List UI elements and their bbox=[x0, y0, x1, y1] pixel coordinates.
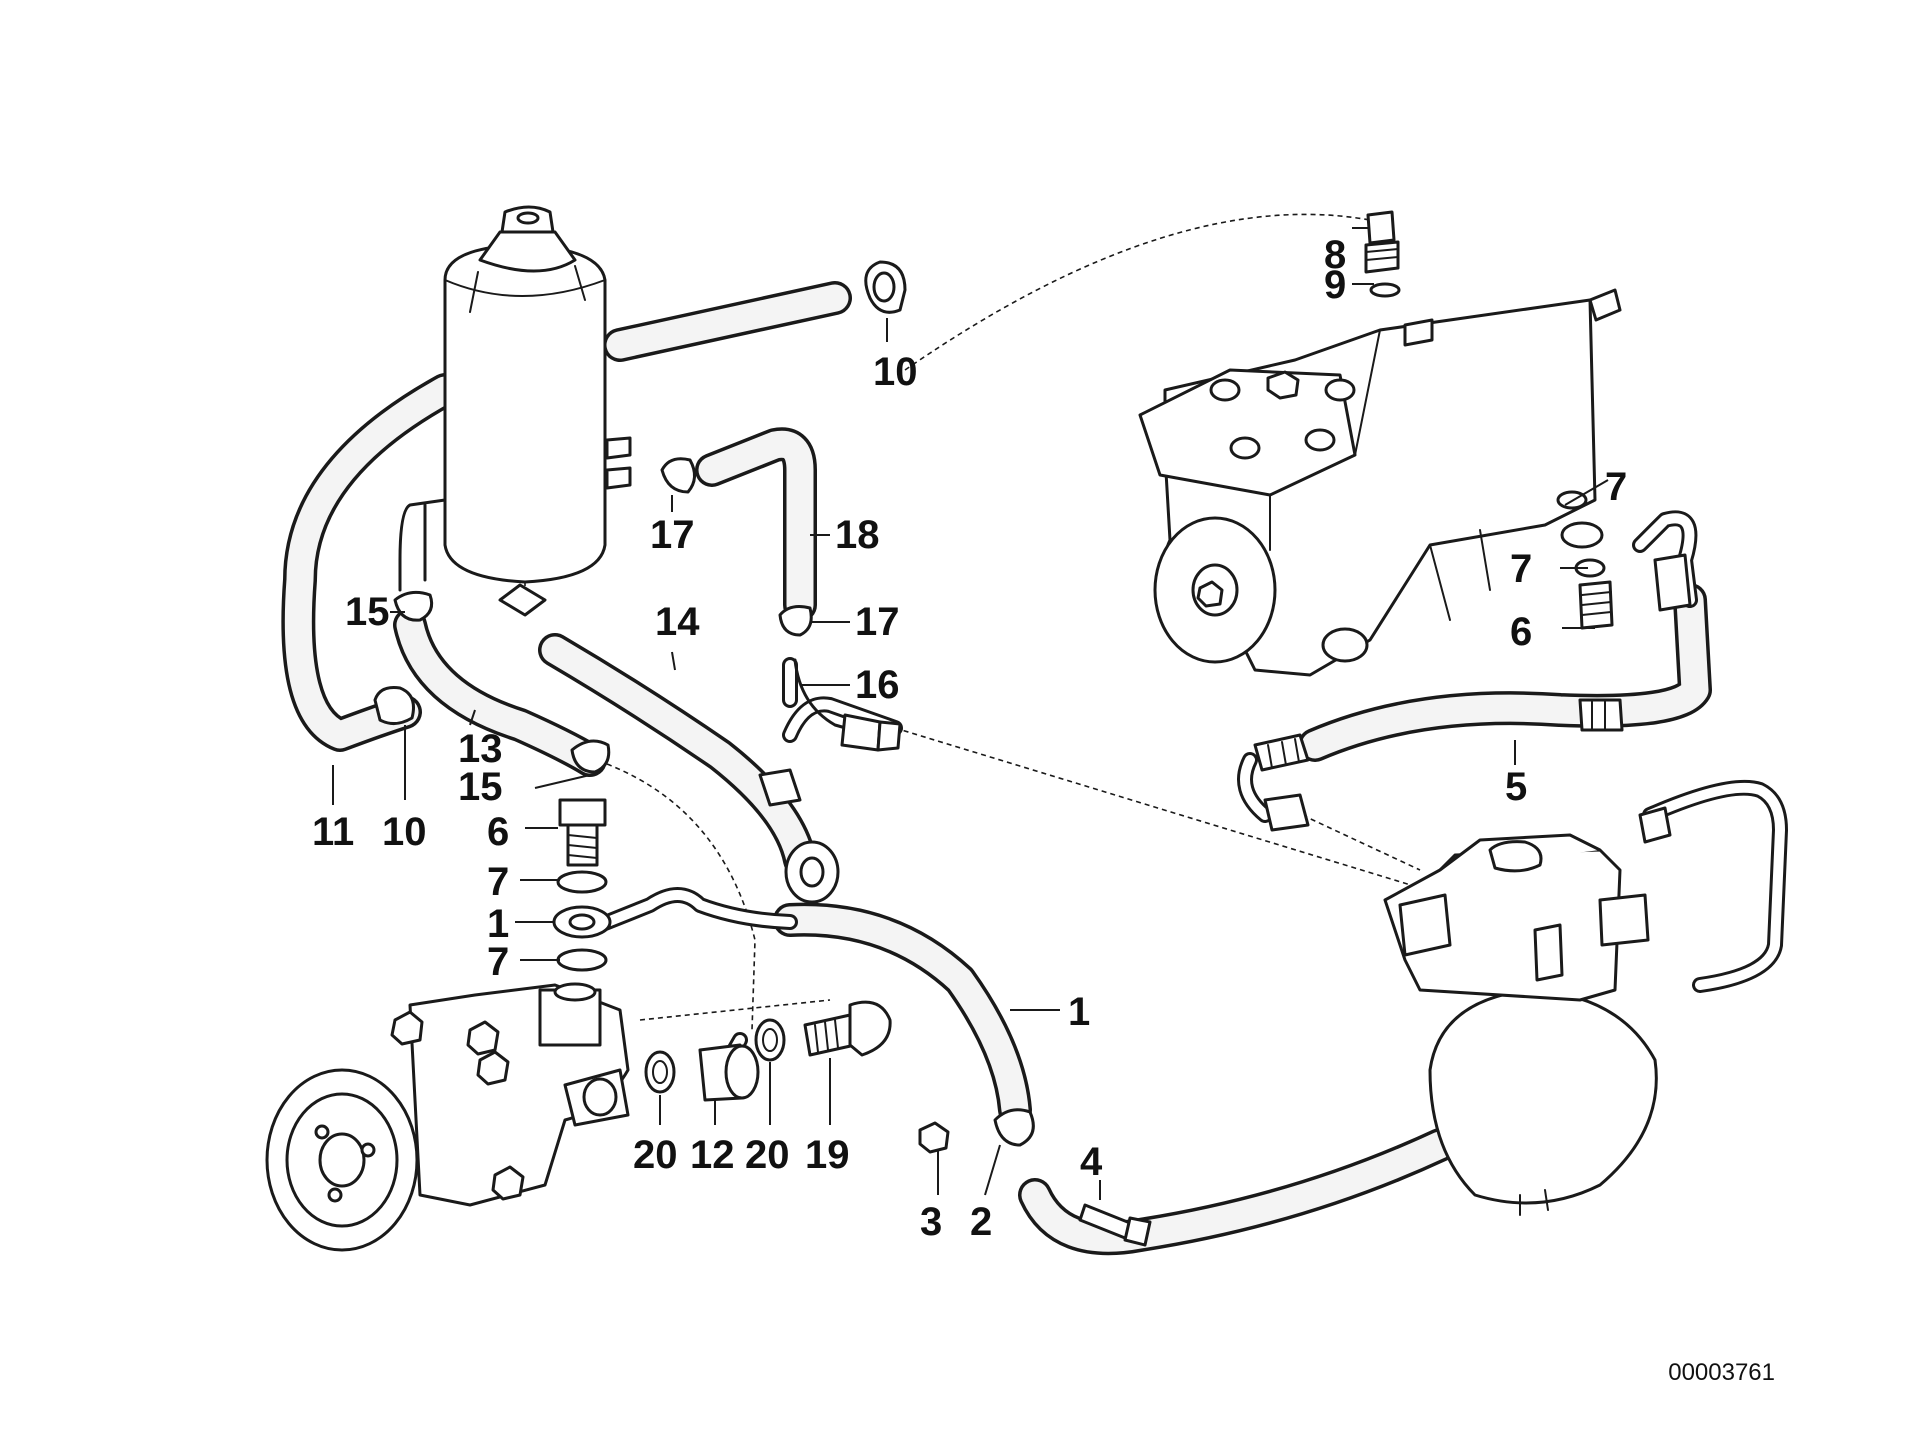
top-return-hose bbox=[603, 281, 852, 362]
gear-box-fittings bbox=[1364, 210, 1401, 298]
hose-clamp-15-lower bbox=[570, 739, 611, 774]
hose-clamp-10-lower bbox=[373, 686, 415, 725]
callout-12: 12 bbox=[690, 1133, 735, 1177]
callout-15-lower: 15 bbox=[458, 765, 503, 809]
callout-15-upper: 15 bbox=[345, 590, 390, 634]
pressure-hose-1 bbox=[773, 902, 1032, 1127]
callout-7-gear-upper: 7 bbox=[1605, 465, 1627, 509]
hollow-bolt-8 bbox=[1366, 210, 1396, 245]
sealing-ring-20-right bbox=[754, 1018, 786, 1062]
document-number: 00003761 bbox=[1668, 1359, 1775, 1386]
steering-gear-box bbox=[1138, 288, 1622, 677]
suction-hose-13 bbox=[393, 608, 607, 777]
banjo-bolt-19 bbox=[803, 1013, 857, 1057]
hose-clamp-17-lower bbox=[778, 605, 813, 637]
banjo-bolt-6 bbox=[558, 798, 607, 827]
hose-14 bbox=[538, 633, 817, 877]
hose-clamp-17-upper bbox=[660, 457, 696, 494]
washer-7-lower bbox=[556, 948, 608, 972]
callout-20-left: 20 bbox=[633, 1133, 678, 1177]
leader-lines bbox=[332, 227, 1609, 1200]
power-steering-pump bbox=[265, 982, 630, 1252]
callout-18: 18 bbox=[835, 513, 880, 557]
hose-clamps bbox=[373, 260, 1035, 1147]
callout-7-gear-lower: 7 bbox=[1510, 547, 1532, 591]
callout-5: 5 bbox=[1505, 765, 1527, 809]
callout-2: 2 bbox=[970, 1200, 992, 1244]
callout-11: 11 bbox=[312, 810, 354, 854]
callout-13: 13 bbox=[458, 727, 503, 771]
callout-14: 14 bbox=[655, 600, 700, 644]
return-hose-11 bbox=[281, 373, 462, 752]
hose-fitting-16 bbox=[793, 658, 902, 752]
callout-7-pump-upper: 7 bbox=[487, 860, 509, 904]
small-hardware bbox=[918, 1121, 1152, 1247]
bottom-return-hose bbox=[1018, 1128, 1457, 1256]
callout-1-hose: 1 bbox=[1068, 990, 1090, 1034]
nut-3 bbox=[918, 1121, 950, 1154]
banjo-fitting-14 bbox=[758, 768, 840, 904]
banjo-bolt-stack bbox=[552, 798, 612, 972]
callout-16: 16 bbox=[855, 663, 900, 707]
callout-7-pump-lower: 7 bbox=[487, 940, 509, 984]
pump-outlet-parts bbox=[644, 1000, 892, 1102]
callout-20-right: 20 bbox=[745, 1133, 790, 1177]
hose-18 bbox=[695, 427, 817, 622]
callout-4: 4 bbox=[1080, 1140, 1103, 1184]
callout-1-banjo: 1 bbox=[487, 902, 509, 946]
banjo-gear bbox=[1560, 521, 1604, 549]
callout-3: 3 bbox=[920, 1200, 942, 1244]
callout-9: 9 bbox=[1324, 263, 1346, 307]
callout-10-top: 10 bbox=[873, 350, 918, 394]
hose-5 bbox=[1298, 583, 1712, 762]
washer-7-upper bbox=[556, 870, 608, 894]
callout-17-upper: 17 bbox=[650, 513, 695, 557]
callout-6-pump: 6 bbox=[487, 810, 509, 854]
hose-clamp-15-upper bbox=[393, 590, 434, 622]
hose-5-fittings bbox=[1253, 698, 1624, 832]
sealing-ring-9 bbox=[1369, 282, 1401, 298]
sealing-ring-20-left bbox=[644, 1050, 676, 1094]
fluid-reservoir bbox=[398, 205, 632, 617]
callout-10-lower: 10 bbox=[382, 810, 427, 854]
pressure-valve-accumulator bbox=[1383, 806, 1672, 1216]
callouts: 8 9 10 7 18 7 17 17 14 15 6 16 13 5 15 1… bbox=[312, 233, 1627, 1244]
callout-19: 19 bbox=[805, 1133, 850, 1177]
hose-clamp-2 bbox=[993, 1108, 1035, 1147]
callout-6-gear: 6 bbox=[1510, 610, 1532, 654]
callout-8: 8 bbox=[1324, 233, 1346, 277]
callout-17-lower: 17 bbox=[855, 600, 900, 644]
hoses bbox=[281, 281, 1712, 1256]
